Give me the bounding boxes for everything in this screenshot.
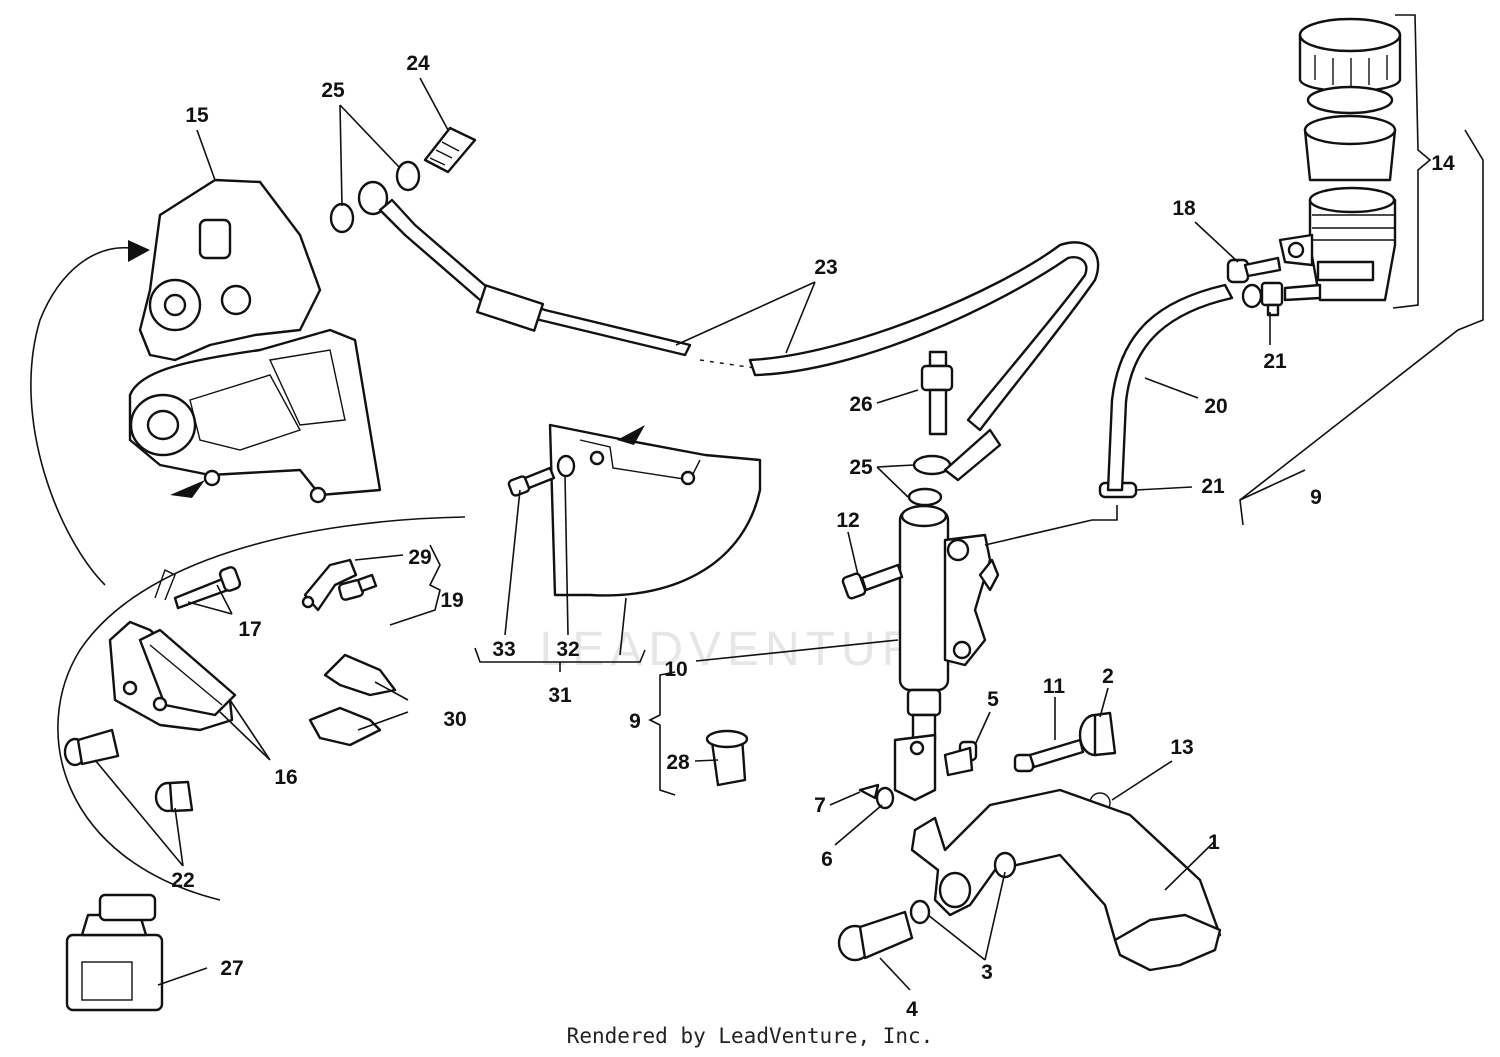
washer[interactable] xyxy=(875,786,895,810)
callout-15[interactable]: 15 xyxy=(185,104,209,127)
reservoir-bolt[interactable] xyxy=(1226,256,1282,284)
callout-18[interactable]: 18 xyxy=(1172,197,1196,220)
callout-26[interactable]: 26 xyxy=(849,393,872,416)
cotter-pin[interactable] xyxy=(858,783,880,800)
callout-25-lower[interactable]: 25 xyxy=(849,456,873,479)
callout-6[interactable]: 6 xyxy=(821,848,833,871)
caliper-pin[interactable] xyxy=(63,728,120,767)
brake-pedal[interactable] xyxy=(910,788,1222,972)
washer[interactable] xyxy=(395,160,421,192)
guard-washer[interactable] xyxy=(556,454,576,478)
callout-16[interactable]: 16 xyxy=(274,766,297,789)
callout-11[interactable]: 11 xyxy=(1043,675,1066,698)
callout-7[interactable]: 7 xyxy=(814,794,826,817)
callout-10[interactable]: 10 xyxy=(664,658,687,681)
footer-credit: Rendered by LeadVenture, Inc. xyxy=(566,1024,934,1048)
arrow-head-icon xyxy=(617,425,645,445)
callout-2[interactable]: 2 xyxy=(1102,665,1114,688)
cylinder-boot[interactable] xyxy=(705,729,749,787)
rear-master-cylinder[interactable] xyxy=(893,504,1000,802)
callout-28[interactable]: 28 xyxy=(666,751,690,774)
callout-14[interactable]: 14 xyxy=(1431,152,1455,175)
callouts: 15 25 24 23 14 18 21 20 21 9 26 25 12 29… xyxy=(171,52,1455,1021)
brake-caliper[interactable] xyxy=(128,178,382,504)
callout-27[interactable]: 27 xyxy=(220,957,243,980)
pad-spring-plate[interactable] xyxy=(301,558,358,612)
callout-29[interactable]: 29 xyxy=(408,546,431,569)
brake-fluid-reservoir[interactable] xyxy=(1278,17,1402,302)
clevis-pin[interactable] xyxy=(943,740,978,777)
brake-fluid-bottle[interactable] xyxy=(65,893,164,1012)
section-arc xyxy=(57,516,466,901)
washer[interactable] xyxy=(329,202,355,234)
callout-19[interactable]: 19 xyxy=(440,589,463,612)
bleeder-plug[interactable] xyxy=(338,573,378,601)
callout-24[interactable]: 24 xyxy=(406,52,430,75)
callout-22[interactable]: 22 xyxy=(171,869,194,892)
callout-21-upper[interactable]: 21 xyxy=(1263,350,1287,373)
banjo-bolt[interactable] xyxy=(423,126,477,174)
guard-bolt[interactable] xyxy=(507,466,556,497)
callout-13[interactable]: 13 xyxy=(1170,736,1193,759)
washer[interactable] xyxy=(912,454,952,476)
callout-1[interactable]: 1 xyxy=(1208,831,1220,854)
banjo-fitting[interactable] xyxy=(943,428,1002,482)
callout-9-lower[interactable]: 9 xyxy=(629,710,641,733)
bleed-screw[interactable] xyxy=(920,350,954,436)
callout-33[interactable]: 33 xyxy=(492,638,515,661)
callout-31[interactable]: 31 xyxy=(548,684,572,707)
callout-12[interactable]: 12 xyxy=(836,509,859,532)
pedal-stop-bolt[interactable] xyxy=(1013,738,1085,773)
arrow-head-icon xyxy=(128,240,150,262)
callout-23[interactable]: 23 xyxy=(814,256,837,279)
pin-boot[interactable] xyxy=(154,780,194,813)
pedal-stop-bushing[interactable] xyxy=(1078,711,1117,757)
callout-3[interactable]: 3 xyxy=(981,961,993,984)
callout-32[interactable]: 32 xyxy=(556,638,579,661)
washer[interactable] xyxy=(907,487,943,507)
brackets xyxy=(389,14,1484,796)
callout-25[interactable]: 25 xyxy=(321,79,345,102)
leader-lines xyxy=(94,77,1271,991)
arrow-head-icon xyxy=(170,480,205,498)
callout-30[interactable]: 30 xyxy=(443,708,466,731)
brake-hose[interactable] xyxy=(378,198,1100,432)
callout-4[interactable]: 4 xyxy=(906,998,918,1021)
callout-5[interactable]: 5 xyxy=(987,688,999,711)
caliper-arrow-arc xyxy=(30,247,131,586)
washer[interactable] xyxy=(357,180,389,216)
mounting-bolt[interactable] xyxy=(841,563,904,600)
callout-21-lower[interactable]: 21 xyxy=(1201,475,1225,498)
pedal-pivot-bolt[interactable] xyxy=(837,910,914,962)
watermark-text: LEADVENTURE xyxy=(540,623,961,676)
pedal-washer[interactable] xyxy=(909,899,931,925)
callout-9-upper[interactable]: 9 xyxy=(1310,486,1322,509)
callout-17[interactable]: 17 xyxy=(238,618,261,641)
brake-pads[interactable] xyxy=(108,620,237,732)
hose-clamp[interactable] xyxy=(1241,281,1284,317)
pad-pin[interactable] xyxy=(154,566,242,610)
reservoir-hose[interactable] xyxy=(1106,283,1234,492)
callout-20[interactable]: 20 xyxy=(1204,395,1227,418)
master-cylinder-guard[interactable] xyxy=(548,423,762,597)
pad-clips[interactable] xyxy=(308,653,397,747)
